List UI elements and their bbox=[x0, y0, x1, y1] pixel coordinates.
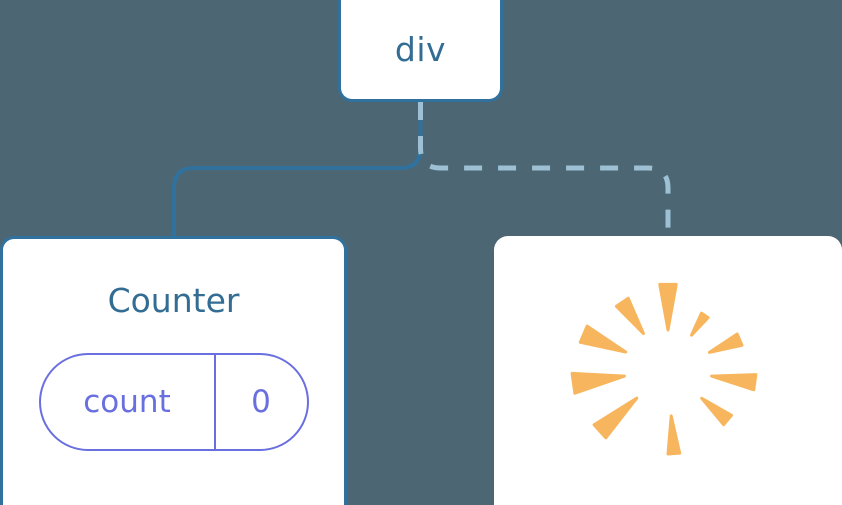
burst-ray-7 bbox=[700, 396, 733, 427]
burst-ray-9 bbox=[666, 414, 682, 456]
node-div[interactable]: div bbox=[338, 0, 503, 102]
burst-ray-1 bbox=[689, 311, 710, 337]
node-div-label: div bbox=[394, 30, 447, 69]
state-pill-value: 0 bbox=[251, 383, 271, 420]
burst-ray-4 bbox=[578, 324, 628, 354]
node-counter[interactable]: Counter count 0 bbox=[0, 236, 347, 505]
state-pill-count[interactable]: count 0 bbox=[38, 353, 309, 451]
node-counter-label: Counter bbox=[107, 281, 240, 320]
edge-div-to-burst bbox=[418, 102, 671, 236]
burst-ray-5 bbox=[710, 373, 758, 392]
burst-ray-6 bbox=[570, 371, 626, 395]
burst-ray-3 bbox=[707, 332, 744, 354]
sparkle-burst-icon bbox=[570, 282, 758, 456]
state-pill-key: count bbox=[83, 383, 171, 420]
burst-ray-2 bbox=[614, 296, 645, 336]
edge-div-to-counter bbox=[172, 100, 423, 238]
state-pill-divider bbox=[213, 355, 216, 449]
burst-ray-8 bbox=[592, 396, 639, 440]
burst-ray-0 bbox=[658, 282, 678, 332]
node-burst[interactable] bbox=[494, 236, 842, 505]
